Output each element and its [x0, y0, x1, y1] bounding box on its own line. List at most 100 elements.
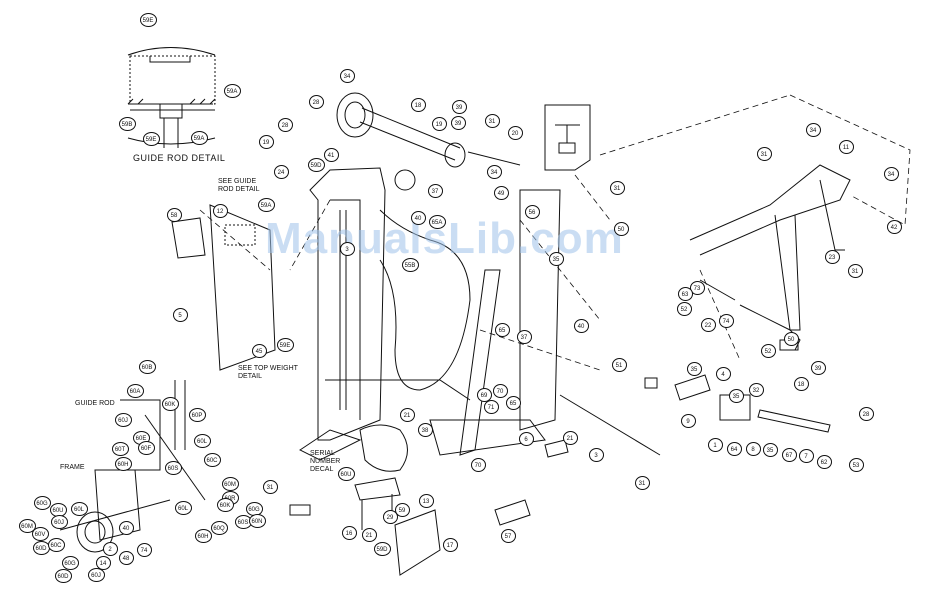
guide-rod-detail-caption: GUIDE ROD DETAIL	[133, 153, 226, 163]
part-callout: 39	[451, 100, 467, 114]
part-callout: 59	[394, 503, 410, 517]
serial-decal-caption-3: DECAL	[310, 466, 334, 473]
part-callout: 5	[172, 308, 188, 322]
part-callout: 49	[493, 186, 509, 200]
part-callout: 35	[548, 252, 564, 266]
part-callout: 17	[442, 538, 458, 552]
part-callout: 51	[611, 358, 627, 372]
part-callout: 65	[505, 396, 521, 410]
seat-drawing	[354, 424, 408, 530]
part-callout: 60S	[234, 515, 252, 529]
part-callout: 62	[816, 455, 832, 469]
part-callout: 60F	[137, 441, 155, 455]
part-callout: 60K	[216, 498, 234, 512]
part-callout: 31	[756, 147, 772, 161]
part-callout: 60J	[50, 515, 68, 529]
part-callout: 60T	[111, 442, 129, 456]
part-callout: 18	[410, 98, 426, 112]
part-callout: 60A	[126, 384, 144, 398]
part-callout: 20	[507, 126, 523, 140]
part-callout: 60S	[164, 461, 182, 475]
part-callout: 21	[562, 431, 578, 445]
frame-caption: FRAME	[60, 464, 85, 471]
part-callout: 60H	[114, 457, 132, 471]
part-callout: 14	[95, 556, 111, 570]
part-callout: 52	[760, 344, 776, 358]
see-guide-rod-caption-1: SEE GUIDE	[218, 178, 257, 185]
part-callout: 56	[524, 205, 540, 219]
part-callout: 74	[718, 314, 734, 328]
part-callout: 21	[399, 408, 415, 422]
serial-decal-caption-2: NUMBER	[310, 458, 341, 465]
part-callout: 31	[262, 480, 278, 494]
part-callout: 64	[726, 442, 742, 456]
part-callout: 21	[361, 528, 377, 542]
see-guide-rod-caption-2: ROD DETAIL	[218, 186, 260, 193]
part-callout: 31	[484, 114, 500, 128]
part-callout: 34	[339, 69, 355, 83]
part-callout: 60D	[54, 569, 72, 583]
part-callout: 59B	[118, 117, 136, 131]
part-callout: 52	[676, 302, 692, 316]
shroud-panel-drawing	[171, 204, 276, 371]
part-callout: 9	[680, 414, 696, 428]
part-callout: 70	[470, 458, 486, 472]
part-callout: 50	[613, 222, 629, 236]
part-callout: 65A	[428, 215, 446, 229]
part-callout: 60U	[337, 467, 355, 481]
part-callout: 8	[745, 442, 761, 456]
part-callout: 59E	[139, 13, 157, 27]
part-callout: 60P	[188, 408, 206, 422]
part-callout: 35	[762, 443, 778, 457]
part-callout: 59A	[190, 131, 208, 145]
part-callout: 28	[308, 95, 324, 109]
part-callout: 4	[715, 367, 731, 381]
part-callout: 60J	[114, 413, 132, 427]
part-callout: 60H	[194, 529, 212, 543]
part-callout: 7	[798, 449, 814, 463]
part-callout: 24	[273, 165, 289, 179]
part-callout: 59E	[142, 132, 160, 146]
part-callout: 35	[728, 389, 744, 403]
part-callout: 67	[781, 448, 797, 462]
part-callout: 65	[494, 323, 510, 337]
part-callout: 41	[323, 148, 339, 162]
part-callout: 37	[516, 330, 532, 344]
part-callout: 39	[810, 361, 826, 375]
part-callout: 70	[492, 384, 508, 398]
part-callout: 40	[573, 319, 589, 333]
part-callout: 2	[102, 542, 118, 556]
part-callout: 60M	[18, 519, 36, 533]
part-callout: 45	[251, 344, 267, 358]
part-callout: 60C	[203, 453, 221, 467]
part-callout: 31	[609, 181, 625, 195]
part-callout: 3	[588, 448, 604, 462]
part-callout: 38	[417, 423, 433, 437]
part-callout: 34	[805, 123, 821, 137]
part-callout: 31	[847, 264, 863, 278]
part-callout: 3	[339, 242, 355, 256]
part-callout: 31	[634, 476, 650, 490]
part-callout: 6	[518, 432, 534, 446]
part-callout: 13	[418, 494, 434, 508]
part-callout: 19	[258, 135, 274, 149]
serial-decal-caption-1: SERIAL	[310, 450, 335, 457]
part-callout: 37	[427, 184, 443, 198]
top-lever-drawing	[336, 92, 521, 191]
part-callout: 23	[824, 250, 840, 264]
part-callout: 59D	[307, 158, 325, 172]
part-callout: 40	[410, 211, 426, 225]
part-callout: 60B	[138, 360, 156, 374]
part-callout: 60L	[174, 501, 192, 515]
part-callout: 34	[883, 167, 899, 181]
part-callout: 28	[858, 407, 874, 421]
part-callout: 22	[700, 318, 716, 332]
see-top-weight-caption-1: SEE TOP WEIGHT	[238, 365, 298, 372]
part-callout: 59E	[276, 338, 294, 352]
part-callout: 18	[793, 377, 809, 391]
part-callout: 12	[212, 204, 228, 218]
part-callout: 60M	[221, 477, 239, 491]
part-callout: 55B	[401, 258, 419, 272]
